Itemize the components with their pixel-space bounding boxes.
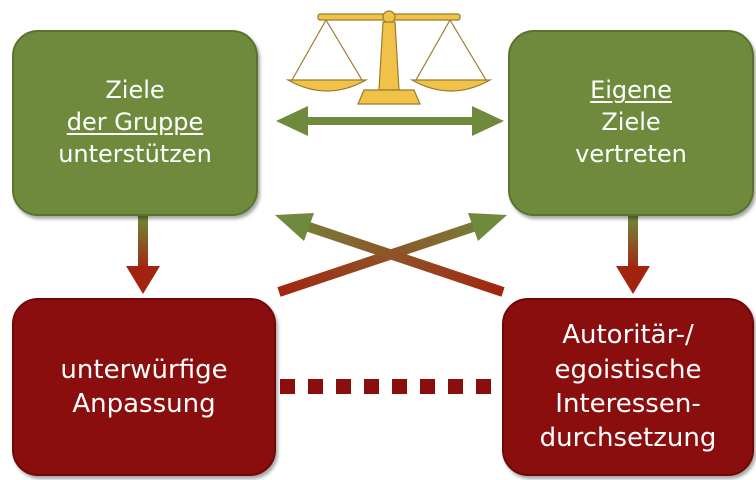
cross-arrow-to-group-goals bbox=[275, 213, 505, 297]
cross-arrow-to-own-goals bbox=[277, 213, 507, 297]
dotted-connector bbox=[280, 379, 491, 394]
box-group-goals-line-3: unterstützen bbox=[58, 139, 212, 168]
box-own-goals: Eigene Ziele vertreten bbox=[508, 30, 754, 216]
balance-scale-icon bbox=[285, 10, 493, 105]
box-submissive-line-1: unterwürfige bbox=[60, 354, 228, 385]
box-authoritarian-line-2: egoistische bbox=[554, 354, 702, 385]
double-arrow bbox=[276, 106, 504, 136]
box-authoritarian-line-1: Autoritär-/ bbox=[562, 320, 694, 351]
arrow-right-down bbox=[616, 216, 650, 294]
box-authoritarian-line-4: durchsetzung bbox=[539, 423, 717, 454]
box-own-goals-line-2: Ziele bbox=[601, 108, 661, 137]
box-group-goals-line-2: der Gruppe bbox=[66, 108, 204, 137]
arrow-left-down bbox=[126, 216, 160, 294]
box-group-goals-line-1: Ziele bbox=[105, 76, 165, 105]
box-authoritarian-line-3: Interessen- bbox=[555, 389, 701, 419]
box-own-goals-line-1: Eigene bbox=[590, 76, 672, 105]
box-submissive-adaptation: unterwürfige Anpassung bbox=[12, 298, 276, 476]
box-authoritarian-enforcement: Autoritär-/ egoistische Interessen- durc… bbox=[502, 298, 754, 476]
box-own-goals-line-3: vertreten bbox=[575, 139, 687, 168]
box-group-goals: Ziele der Gruppe unterstützen bbox=[12, 30, 258, 216]
box-submissive-line-2: Anpassung bbox=[72, 389, 216, 419]
